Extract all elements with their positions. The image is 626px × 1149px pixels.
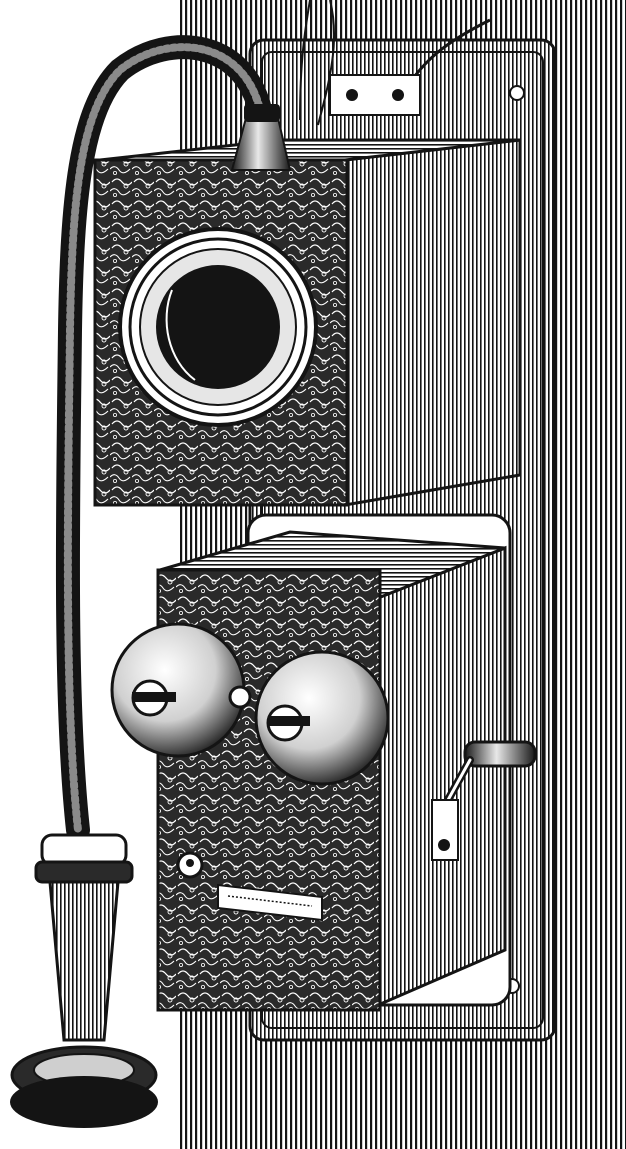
lower-box	[156, 513, 512, 1012]
left-bell	[110, 622, 246, 758]
bell-post	[228, 685, 252, 709]
name-plate	[217, 883, 323, 922]
hook-switch	[431, 799, 459, 861]
hook-chain	[299, 0, 491, 126]
mouthpiece-horn	[118, 227, 318, 427]
right-bell	[254, 650, 390, 786]
receiver-earpiece	[10, 833, 158, 1128]
keyhole	[176, 851, 204, 879]
receiver-cord	[55, 35, 292, 842]
